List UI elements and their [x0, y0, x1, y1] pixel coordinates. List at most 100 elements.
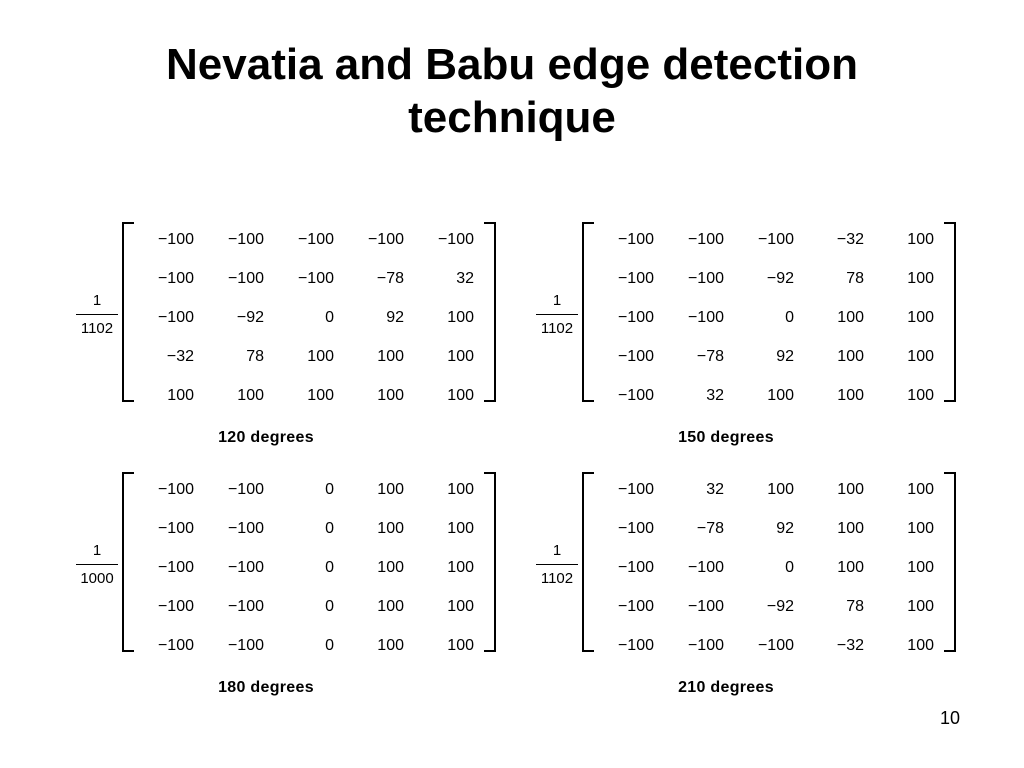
matrix-cell: 100	[377, 559, 404, 576]
matrix-cell: −92	[766, 598, 794, 615]
matrix-cell: −100	[617, 637, 654, 654]
page-number: 10	[939, 708, 960, 728]
matrix-cell: −100	[157, 598, 194, 615]
matrix-cell: −100	[617, 598, 654, 615]
matrix-cell: −100	[297, 270, 334, 287]
mask-scale-fraction: 1 1000	[74, 542, 120, 588]
matrix-cell: 0	[325, 309, 334, 326]
matrix-cell: 0	[325, 598, 334, 615]
matrix-cell: 32	[456, 270, 474, 287]
matrix-cell: 100	[837, 387, 864, 404]
matrix-cell: −78	[696, 520, 724, 537]
fraction-denominator: 1102	[540, 570, 574, 587]
fraction-bar	[536, 314, 578, 315]
matrix-cell: 100	[837, 520, 864, 537]
matrix-cell: −100	[687, 598, 724, 615]
matrix-cell: −100	[617, 481, 654, 498]
fraction-denominator: 1102	[540, 320, 574, 337]
matrix-cell: 100	[377, 481, 404, 498]
matrix-cell: 100	[377, 598, 404, 615]
matrix-cell: −100	[617, 231, 654, 248]
matrix-cell: 92	[776, 348, 794, 365]
matrix-cell: 100	[837, 348, 864, 365]
matrix-cell: −100	[757, 231, 794, 248]
fraction-bar	[76, 564, 118, 565]
matrix-cell: −92	[236, 309, 264, 326]
matrix-cell: 100	[907, 348, 934, 365]
matrix-cell: −100	[297, 231, 334, 248]
matrix-cell: −100	[687, 309, 724, 326]
matrix-cell: −32	[166, 348, 194, 365]
matrix-cell: −100	[157, 559, 194, 576]
matrix-cell: −100	[437, 231, 474, 248]
slide-title-line-2: technique	[408, 93, 616, 142]
matrix-cell: 100	[377, 520, 404, 537]
matrix-cell: −78	[696, 348, 724, 365]
matrix-cell: −100	[687, 270, 724, 287]
matrix-cell: 32	[706, 387, 724, 404]
fraction-bar	[536, 564, 578, 565]
matrix-cell: −100	[157, 481, 194, 498]
matrix-cell: −100	[227, 559, 264, 576]
matrix-cell: 32	[706, 481, 724, 498]
matrix-cell: 100	[377, 387, 404, 404]
matrix-cell: 100	[447, 520, 474, 537]
matrix-cell: 100	[447, 348, 474, 365]
matrix-cell: 100	[447, 309, 474, 326]
matrix-cell: −100	[617, 348, 654, 365]
matrix-cell: 100	[907, 231, 934, 248]
matrix-cell: 78	[246, 348, 264, 365]
slide-title-line-1: Nevatia and Babu edge detection	[166, 40, 858, 89]
matrix-left-bracket	[122, 472, 134, 652]
matrix-cell: 100	[907, 559, 934, 576]
matrix-cell: 100	[307, 387, 334, 404]
matrix-cell: 92	[386, 309, 404, 326]
matrix-cell: 100	[447, 387, 474, 404]
matrix-cell: 100	[767, 387, 794, 404]
matrix-cell: −100	[617, 559, 654, 576]
matrix-cell: 100	[907, 387, 934, 404]
matrix-cell: 0	[325, 520, 334, 537]
matrix-cell: 0	[325, 559, 334, 576]
matrix-cell: −100	[617, 520, 654, 537]
matrix-cell: 100	[907, 637, 934, 654]
mask-caption: 180 degrees	[218, 679, 314, 696]
fraction-bar	[76, 314, 118, 315]
matrix-cell: −100	[157, 270, 194, 287]
matrix-cell: −100	[157, 520, 194, 537]
matrix-right-bracket	[944, 222, 956, 402]
matrix-cell: 100	[447, 559, 474, 576]
matrix-cell: 100	[907, 270, 934, 287]
matrix-cell: 100	[837, 559, 864, 576]
matrix-cell: 100	[907, 309, 934, 326]
matrix-left-bracket	[582, 222, 594, 402]
matrix-right-bracket	[484, 472, 496, 652]
matrix-cell: 78	[846, 598, 864, 615]
matrix-cell: 0	[785, 309, 794, 326]
matrix-right-bracket	[944, 472, 956, 652]
matrix-cell: 100	[837, 481, 864, 498]
fraction-denominator: 1102	[80, 320, 114, 337]
fraction-numerator: 1	[92, 292, 102, 309]
matrix-cell: −100	[757, 637, 794, 654]
matrix-cell: −100	[227, 598, 264, 615]
matrix-cell: 100	[447, 598, 474, 615]
matrix-cell: 0	[325, 637, 334, 654]
matrix-cell: 100	[767, 481, 794, 498]
matrix-cell: −78	[376, 270, 404, 287]
matrix-cell: −100	[227, 520, 264, 537]
matrix-cell: 78	[846, 270, 864, 287]
matrix-cell: −100	[617, 270, 654, 287]
matrix-cell: −100	[687, 559, 724, 576]
fraction-denominator: 1000	[80, 570, 114, 587]
matrix-cell: 100	[907, 481, 934, 498]
matrix-cell: −100	[157, 637, 194, 654]
matrix-cell: −100	[227, 637, 264, 654]
matrix-cell: −100	[367, 231, 404, 248]
matrix-cell: 100	[907, 598, 934, 615]
fraction-numerator: 1	[92, 542, 102, 559]
